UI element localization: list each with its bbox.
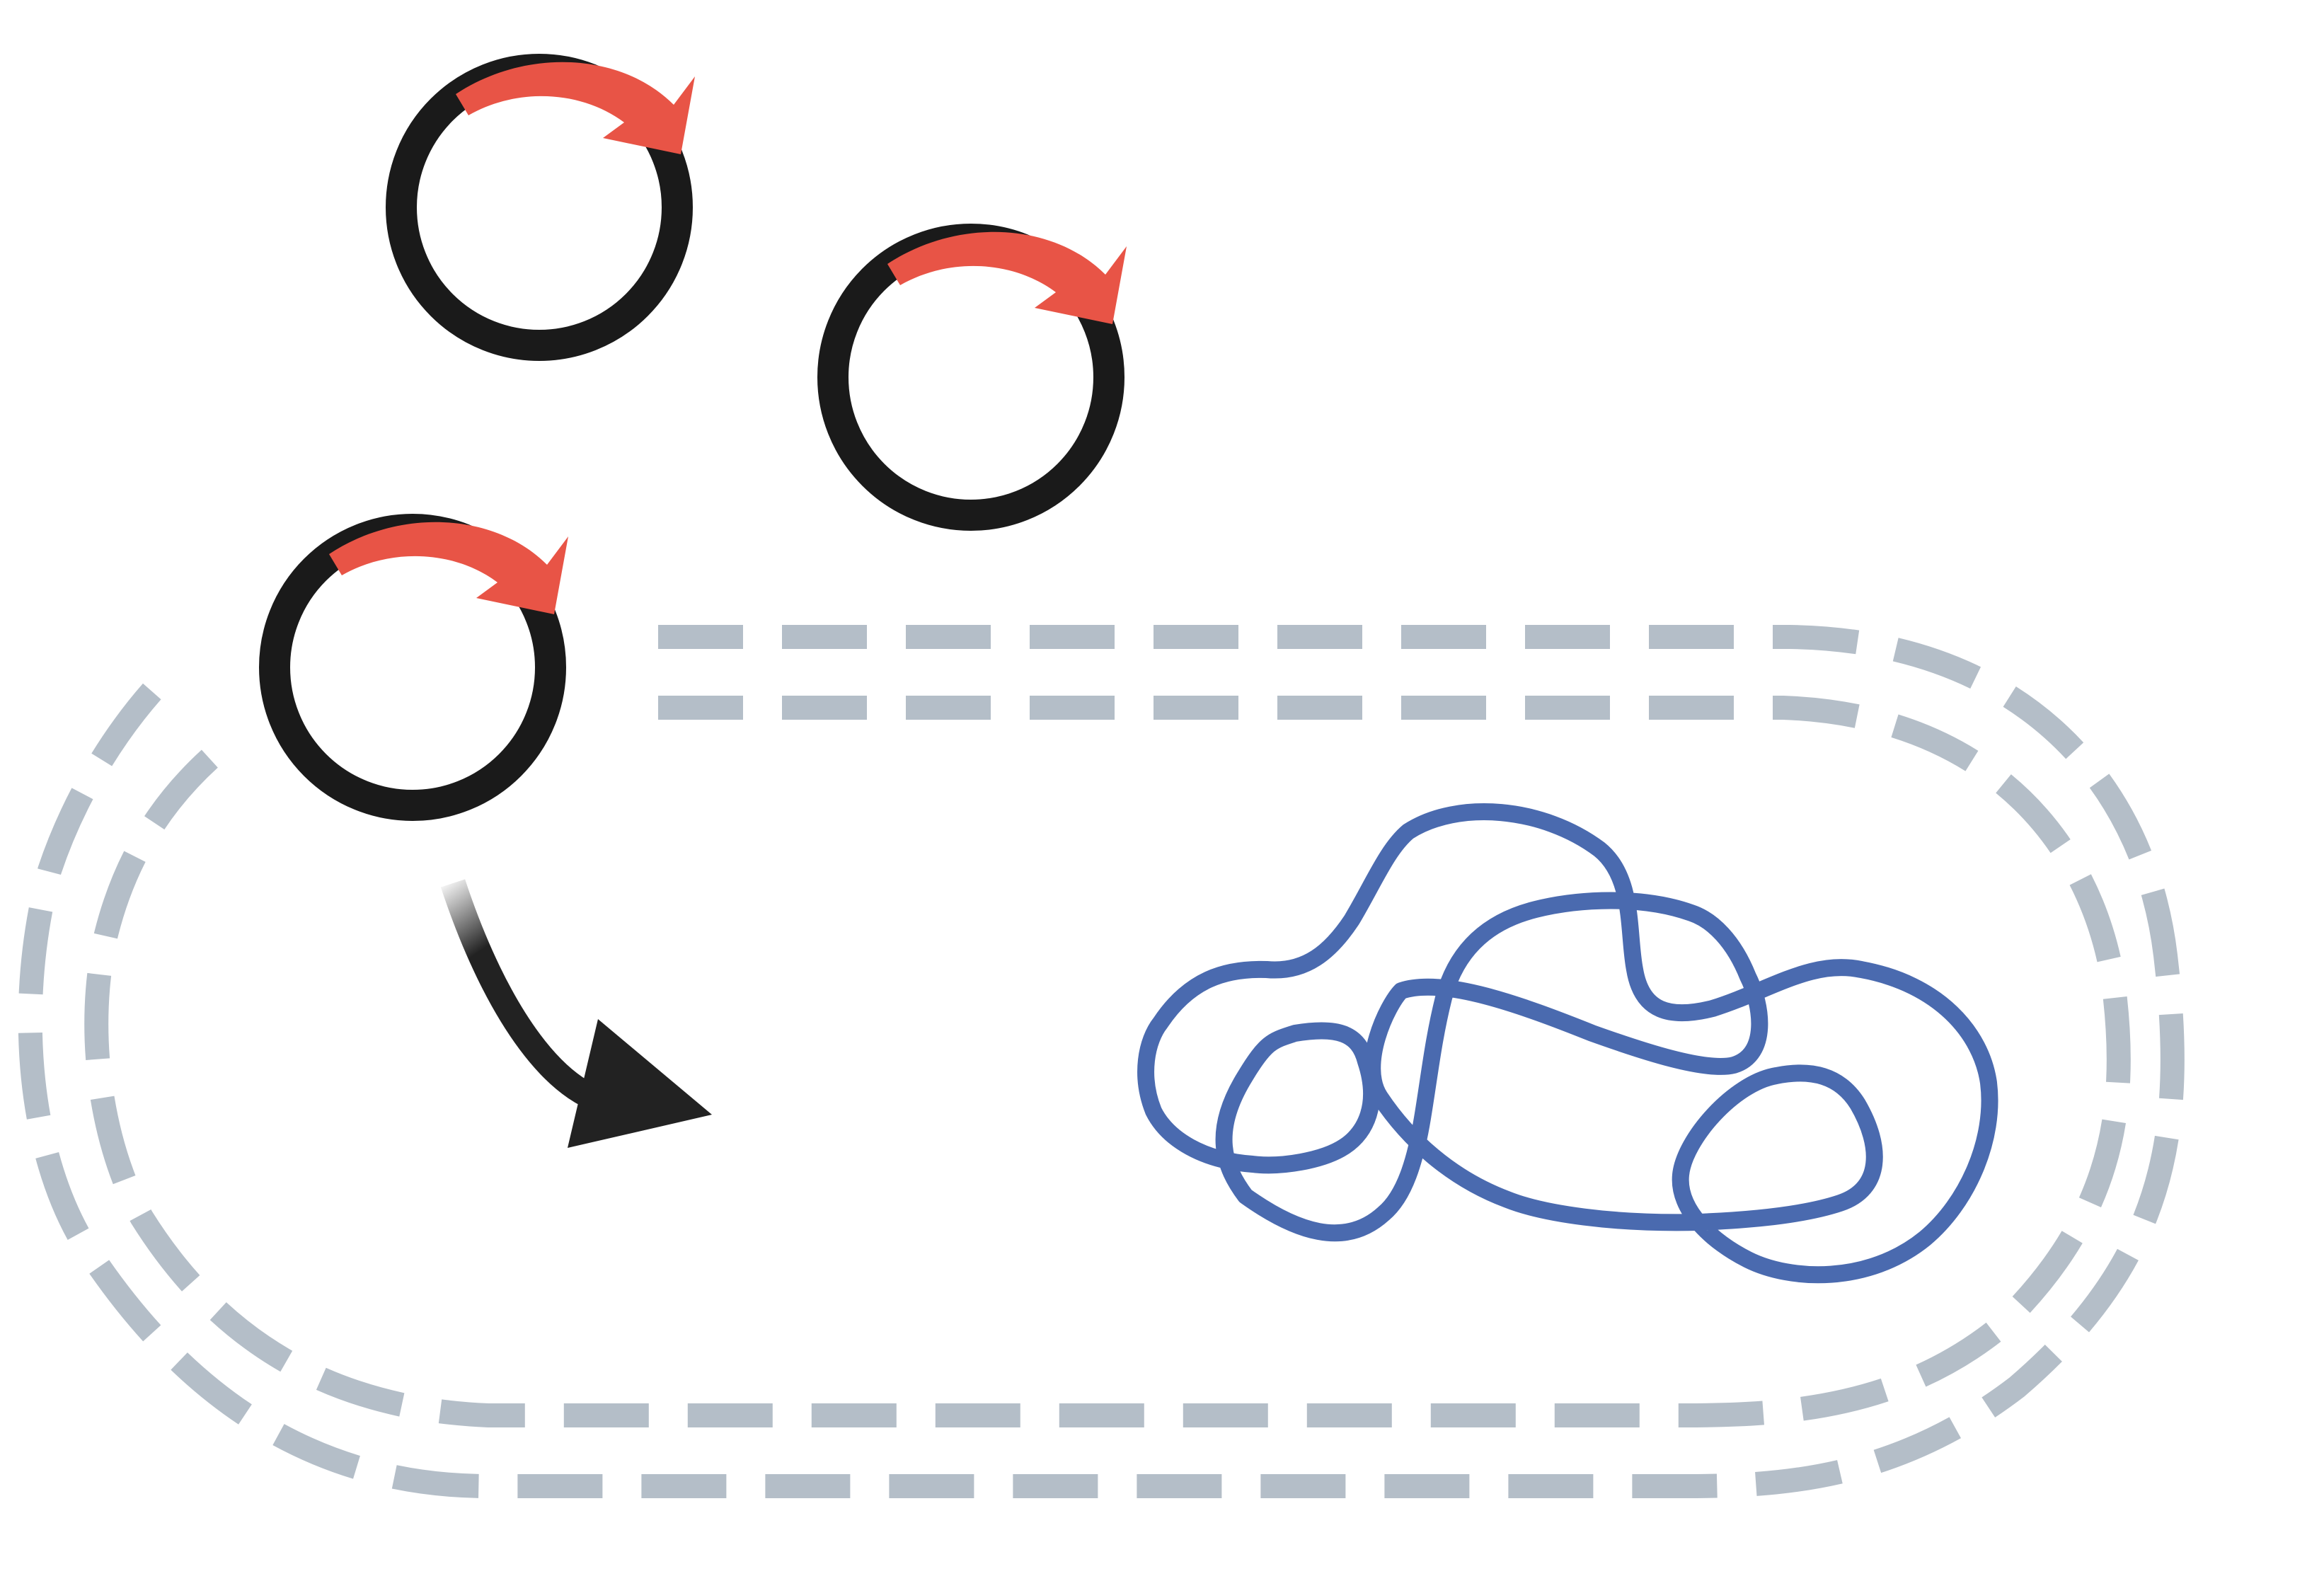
transition-arrow-head-icon [568, 1019, 712, 1148]
knotted-loop [1137, 803, 1998, 1284]
transition-arrow [440, 879, 712, 1148]
ring-arrow-icon [887, 231, 1127, 324]
knot-strand [1137, 803, 1998, 1284]
plasmid-ring [817, 224, 1127, 531]
plasmid-ring [386, 54, 695, 361]
membrane-outer-dashed-line [18, 625, 2185, 1498]
plasmid-ring [259, 514, 568, 821]
membrane-inner-dashed-line [84, 696, 2131, 1427]
membrane-boundary [18, 625, 2185, 1498]
ring-arrow-icon [329, 522, 568, 614]
plasmid-group [259, 54, 1127, 821]
ring-arrow-icon [456, 62, 695, 154]
